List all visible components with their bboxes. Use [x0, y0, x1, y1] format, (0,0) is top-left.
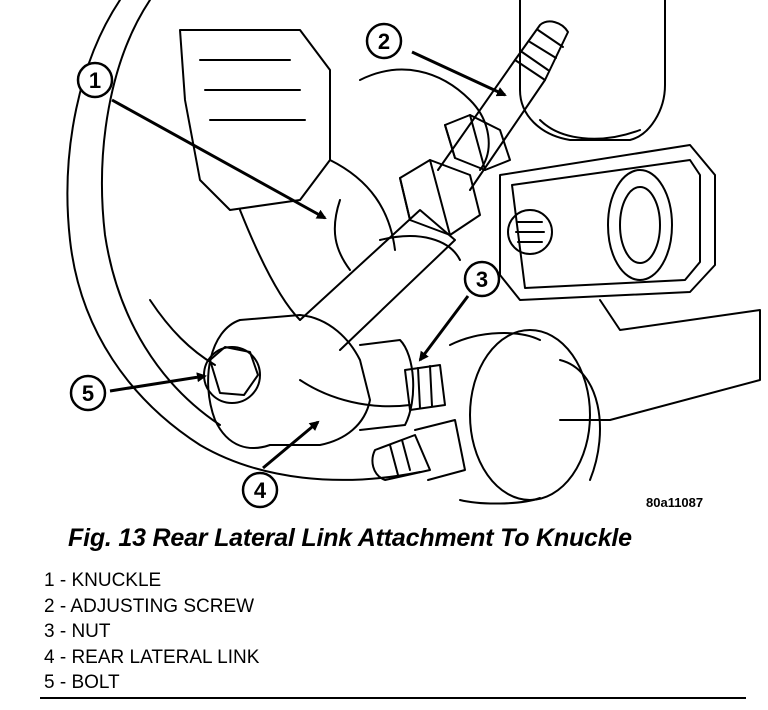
- callout-1-arrow: [111, 98, 327, 220]
- svg-text:4: 4: [254, 478, 267, 503]
- svg-text:2: 2: [378, 29, 390, 54]
- svg-text:5: 5: [82, 381, 94, 406]
- legend-item-adjusting-screw: 2 - ADJUSTING SCREW: [44, 595, 255, 617]
- svg-text:1: 1: [89, 68, 101, 93]
- jam-nut: [399, 159, 481, 236]
- callout-2: 2: [365, 22, 403, 60]
- callout-4-arrow: [262, 420, 320, 470]
- callout-4: 4: [241, 471, 279, 509]
- figure-caption: Fig. 13 Rear Lateral Link Attachment To …: [68, 524, 632, 552]
- callout-1: 1: [76, 61, 114, 99]
- callout-3: 3: [463, 260, 501, 298]
- lower-bushing: [449, 329, 601, 505]
- legend-item-rear-lateral-link: 4 - REAR LATERAL LINK: [44, 646, 260, 668]
- svg-text:3: 3: [476, 267, 488, 292]
- figure-code: 80a11087: [646, 495, 703, 510]
- callout-5: 5: [69, 374, 107, 412]
- callout-5-arrow: [109, 372, 207, 393]
- callout-2-arrow: [411, 50, 507, 97]
- bracket: [499, 0, 761, 421]
- legend-item-bolt: 5 - BOLT: [44, 672, 120, 693]
- callout-3-arrow: [418, 295, 470, 362]
- bolt-threads: [371, 364, 466, 481]
- rear-lateral-link: [203, 209, 456, 449]
- bottom-divider: [40, 697, 746, 699]
- adjusting-screw: [437, 20, 569, 191]
- legend-item-knuckle: 1 - KNUCKLE: [44, 570, 162, 591]
- legend-list: 1 - KNUCKLE 2 - ADJUSTING SCREW 3 - NUT …: [44, 568, 259, 696]
- technical-illustration: 1 2 3 4 5 80a11087: [66, 0, 761, 510]
- knuckle: [66, 0, 490, 481]
- legend-item-nut: 3 - NUT: [44, 621, 111, 642]
